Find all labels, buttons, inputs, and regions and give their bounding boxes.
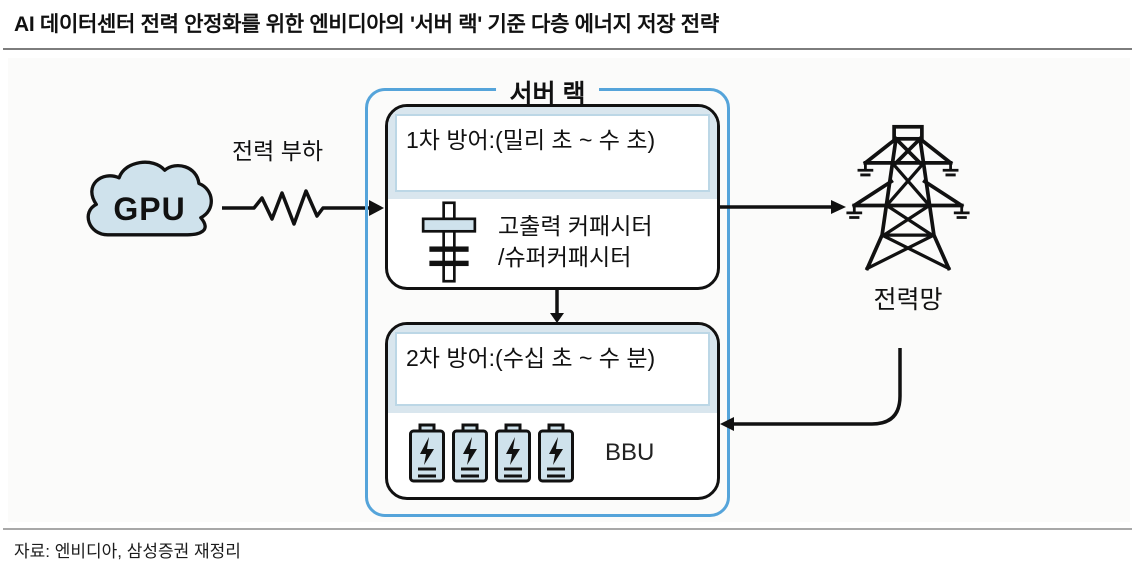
bolt-glyph	[463, 437, 477, 465]
power-load-label: 전력 부하	[232, 138, 324, 164]
rack-to-grid-arrow	[719, 200, 846, 214]
component-line2: /슈퍼커패시터	[498, 244, 632, 270]
defense2-box: 2차 방어:(수십 초 ~ 수 분)	[385, 322, 720, 500]
diagram-canvas: GPU 전력 부하 서버 랙 1차 방어:(밀리 초 ~ 수 초)	[8, 58, 1130, 522]
gpu-node: GPU	[72, 155, 227, 250]
battery-icon	[409, 423, 445, 483]
bolt-glyph	[506, 437, 520, 465]
defense2-header-band: 2차 방어:(수십 초 ~ 수 분)	[388, 325, 717, 413]
title-divider	[3, 48, 1132, 50]
arrowhead-right	[369, 200, 384, 216]
defense1-content: 고출력 커패시터 /슈퍼커패시터	[388, 199, 717, 285]
battery-icon	[495, 423, 531, 483]
defense2-header: 2차 방어:(수십 초 ~ 수 분)	[395, 332, 710, 406]
bolt-glyph	[549, 437, 563, 465]
arrowhead-left	[720, 417, 734, 431]
insulator-glyphs	[846, 161, 970, 219]
battery-icon	[538, 423, 574, 483]
server-rack-box: 서버 랙 1차 방어:(밀리 초 ~ 수 초) 고출력 커패시터 /슈퍼커패시	[365, 74, 730, 517]
gpu-label: GPU	[113, 191, 186, 227]
source-divider	[3, 528, 1132, 530]
defense1-box: 1차 방어:(밀리 초 ~ 수 초) 고출력 커패시터 /슈퍼커패시터	[385, 104, 720, 290]
battery-icon	[452, 423, 488, 483]
source-note: 자료: 엔비디아, 삼성증권 재정리	[14, 542, 241, 561]
grid-to-bbu-arrow	[720, 348, 902, 431]
defense2-content: BBU	[388, 413, 717, 493]
battery-row	[408, 423, 575, 483]
zigzag-wave-arrow-icon	[222, 189, 384, 226]
down-arrow-icon	[550, 290, 564, 323]
power-grid-label: 전력망	[873, 286, 943, 314]
bbu-label: BBU	[605, 439, 655, 466]
defense1-header: 1차 방어:(밀리 초 ~ 수 초)	[395, 114, 710, 192]
transmission-tower-icon	[846, 124, 970, 271]
figure-title: AI 데이터센터 전력 안정화를 위한 엔비디아의 '서버 랙' 기준 다층 에…	[14, 13, 719, 36]
defense1-component-label: 고출력 커패시터 /슈퍼커패시터	[498, 211, 653, 273]
defense1-header-band: 1차 방어:(밀리 초 ~ 수 초)	[388, 107, 717, 199]
capacitor-icon	[421, 201, 477, 283]
cloud-icon	[86, 160, 213, 237]
bolt-glyph	[420, 437, 434, 465]
component-line1: 고출력 커패시터	[498, 213, 653, 239]
